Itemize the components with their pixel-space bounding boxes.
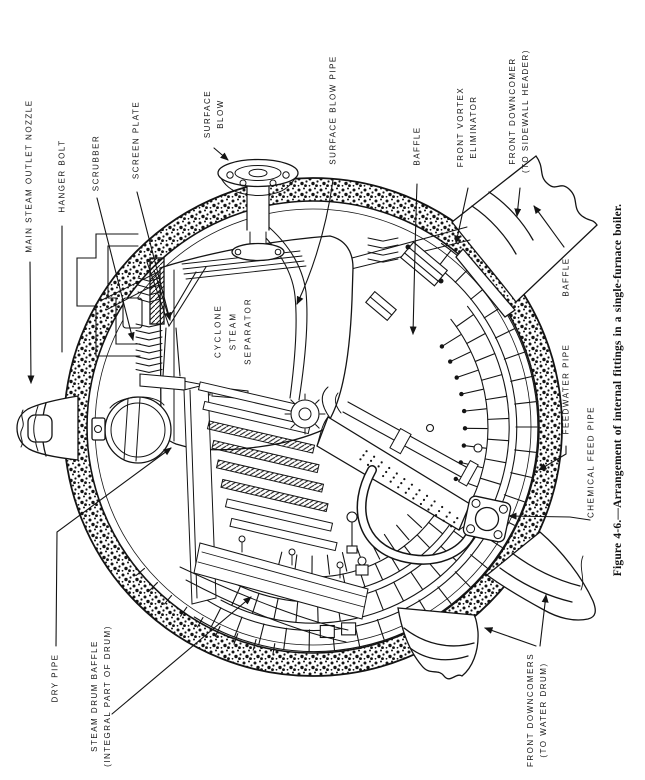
leader-lines — [27, 147, 591, 715]
front-downcomer-water-stub-left — [397, 607, 479, 680]
label-screen-plate: SCREEN PLATE — [131, 100, 141, 180]
leader-chemical-feed-pipe — [508, 512, 591, 521]
vortex-eliminator-bracket — [365, 241, 449, 322]
label-baffle-top: BAFFLE — [412, 126, 422, 166]
leader-main-steam-outlet-nozzle — [27, 261, 35, 384]
leader-surface-blow — [213, 147, 229, 161]
label-steam-drum-baffle: STEAM DRUM BAFFLE (INTEGRAL PART OF DRUM… — [90, 625, 112, 767]
label-dry-pipe: DRY PIPE — [50, 653, 60, 703]
label-main-steam-outlet-nozzle: MAIN STEAM OUTLET NOZZLE — [24, 99, 34, 253]
label-surface-blow-pipe: SURFACE BLOW PIPE — [328, 55, 338, 165]
leader-baffle-right — [533, 205, 565, 248]
chemical-feed-flange — [462, 495, 512, 543]
scrubber-corrugations — [135, 237, 399, 373]
label-feedwater-pipe: FEEDWATER PIPE — [561, 343, 571, 435]
leader-feedwater-pipe — [538, 445, 567, 471]
leader-front-vortex-eliminator — [454, 187, 469, 244]
front-downcomer-sidewall-stub — [451, 155, 598, 303]
dry-pipe-drawing — [91, 396, 172, 464]
label-surface-blow: SURFACE BLOW — [203, 89, 225, 139]
chemical-feed-drawing — [356, 465, 512, 565]
leader-scrubber — [96, 197, 135, 341]
surface-blow-flange — [217, 158, 299, 262]
baffle-plate — [455, 248, 516, 318]
leader-front-downcomer-sidewall — [514, 187, 522, 217]
leader-front-downcomers-left — [484, 627, 537, 647]
label-baffle-right: BAFFLE — [561, 257, 571, 297]
steam-drum-baffle-slats — [179, 381, 369, 643]
tube-bank — [135, 242, 539, 656]
label-cyclone-steam-separator: CYCLONE STEAM SEPARATOR — [213, 297, 253, 365]
surface-blow-pipe-drawing — [247, 217, 326, 435]
label-scrubber: SCRUBBER — [91, 134, 101, 192]
small-fittings — [346, 423, 483, 576]
label-front-downcomers-water: FRONT DOWNCOMERS (TO WATER DRUM) — [526, 652, 548, 768]
leader-front-downcomers-right — [539, 594, 549, 647]
figure-caption: Figure 4-6.—Arrangement of internal fitt… — [612, 203, 624, 577]
leader-steam-drum-baffle — [111, 596, 252, 715]
label-chemical-feed-pipe: CHEMICAL FEED PIPE — [586, 405, 596, 519]
label-hanger-bolt: HANGER BOLT — [57, 139, 67, 213]
feedwater-pipe-drawing — [316, 386, 479, 531]
leader-baffle-top — [409, 183, 418, 335]
label-front-vortex-eliminator: FRONT VORTEX ELIMINATOR — [456, 86, 478, 168]
leader-surface-blow-pipe — [296, 179, 334, 305]
front-downcomer-water-stub-right — [485, 531, 596, 621]
label-front-downcomer-sidewall: FRONT DOWNCOMER (TO SIDEWALL HEADER) — [508, 49, 530, 173]
leader-dry-pipe — [55, 447, 172, 647]
main-steam-nozzle — [16, 395, 79, 461]
leader-screen-plate — [136, 191, 172, 321]
